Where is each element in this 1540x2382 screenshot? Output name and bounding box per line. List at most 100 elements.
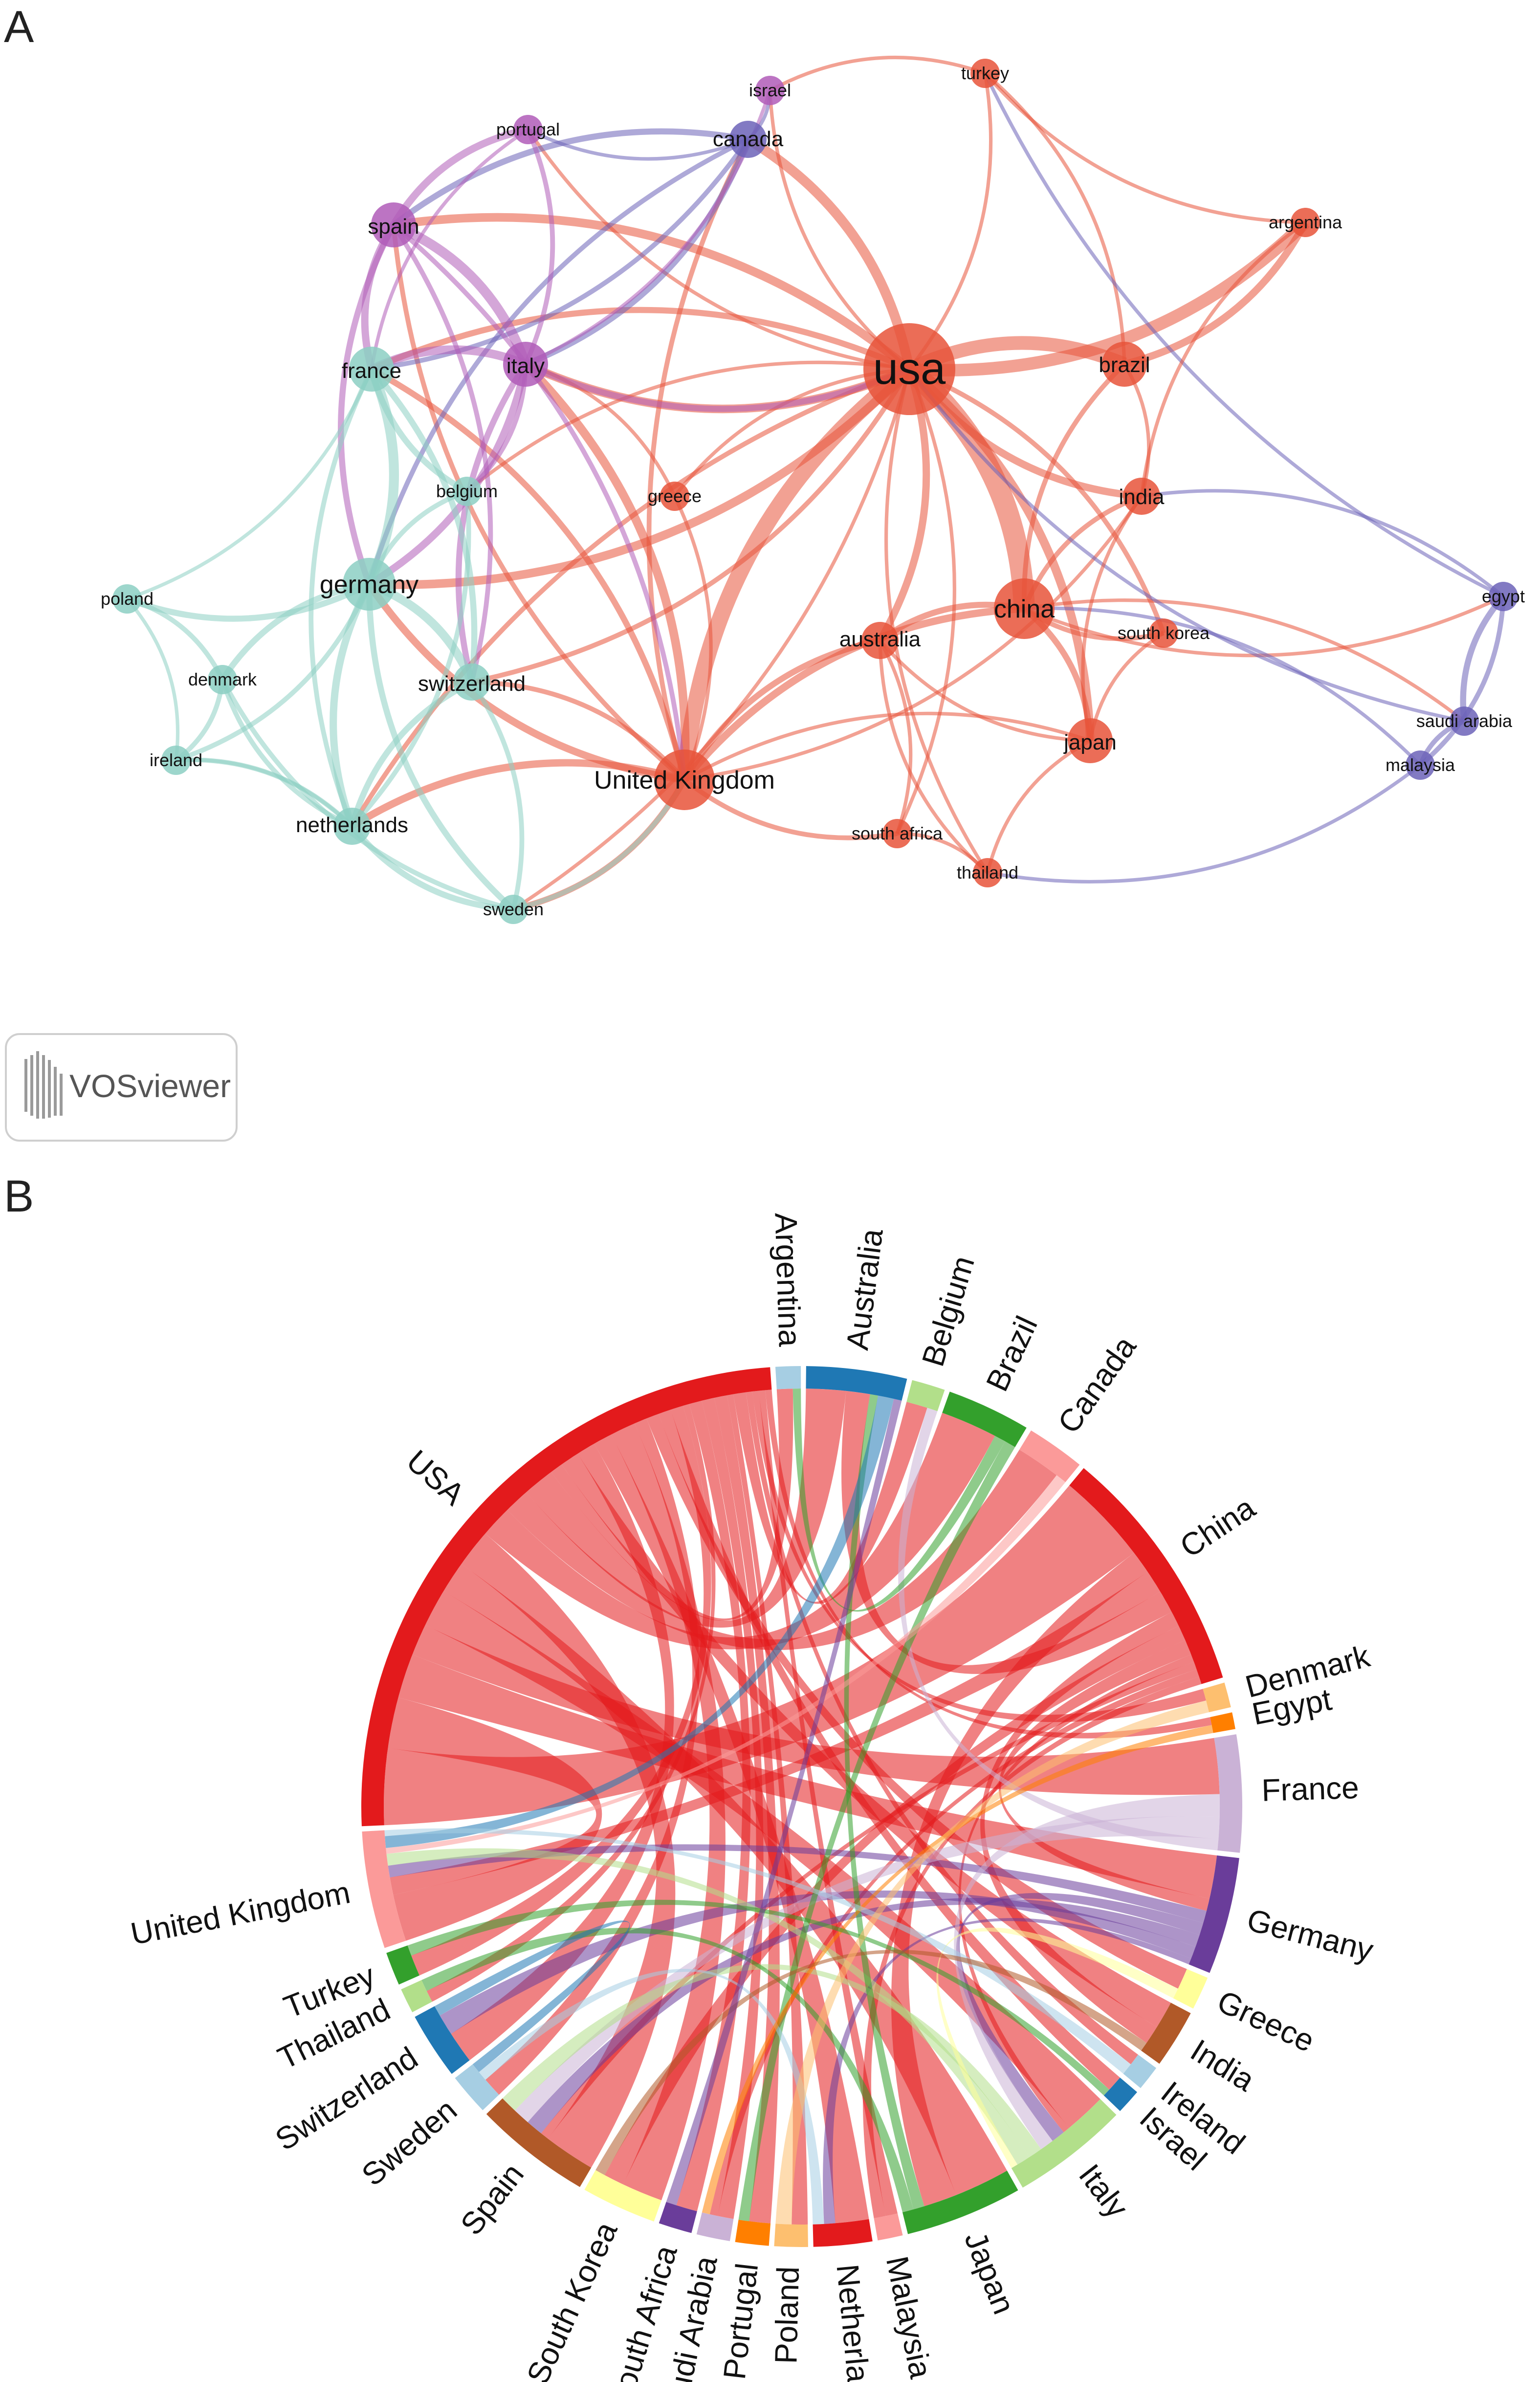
network-edge: [1460, 594, 1506, 722]
chord-ribbon: [714, 1395, 780, 2224]
network-edge: [984, 72, 1126, 365]
chord-segment-japan: [902, 2170, 1018, 2234]
chord-segment-israel: [1103, 2077, 1137, 2111]
network-label-netherlands: netherlands: [296, 813, 408, 837]
network-edge: [465, 360, 910, 493]
chord-ribbon: [561, 1454, 1171, 2028]
chord-label-usa: USA: [400, 1443, 471, 1512]
chord-label-poland: Poland: [768, 2266, 806, 2364]
network-node-china: [994, 578, 1055, 639]
network-label-greece: greece: [648, 486, 702, 506]
chord-segment-saudi-arabia: [696, 2212, 734, 2241]
network-edge: [1140, 221, 1307, 497]
network-node-denmark: [208, 665, 237, 694]
chord-segment-thailand: [401, 1980, 432, 2012]
network-edge: [1023, 595, 1504, 658]
network-edges: [126, 55, 1506, 913]
network-label-canada: canada: [713, 127, 784, 151]
network-label-switzerland: switzerland: [418, 672, 526, 696]
chord-ribbon: [594, 1434, 869, 2224]
network-edge: [682, 778, 898, 840]
chord-segment-italy: [1011, 2099, 1117, 2188]
chord-segment-poland: [774, 2224, 808, 2247]
network-edge: [1024, 598, 1466, 723]
chord-segment-germany: [1188, 1855, 1239, 1973]
vosviewer-logo: VOSviewer: [5, 1033, 238, 1142]
network-edge: [673, 495, 713, 781]
chord-label-portugal: Portugal: [717, 2261, 765, 2381]
network-edge: [908, 368, 1465, 723]
chord-ribbon: [611, 1423, 726, 2201]
network-edge: [175, 583, 372, 763]
network-edge: [878, 640, 913, 835]
network-edge: [684, 495, 1143, 782]
network-node-ireland: [161, 746, 191, 775]
chord-segment-netherlands: [813, 2219, 873, 2247]
network-edge: [906, 366, 1095, 741]
network-edge: [769, 55, 986, 92]
chord-segment-south-korea: [584, 2170, 661, 2222]
chord-ribbon: [526, 1389, 846, 1628]
vosviewer-logo-icon: [24, 1051, 63, 1119]
network-node-portugal: [513, 115, 543, 144]
chord-segment-india: [1141, 2003, 1191, 2064]
chord-label-sweden: Sweden: [355, 2092, 463, 2193]
chord-label-south-korea: South Korea: [520, 2216, 624, 2382]
network-edge: [350, 367, 910, 828]
network-label-southafrica: south africa: [852, 823, 943, 843]
chord-ribbon: [388, 1697, 602, 1941]
network-edge: [527, 128, 910, 371]
network-edge: [338, 223, 396, 586]
network-node-japan: [1068, 718, 1113, 763]
network-label-belgium: belgium: [436, 481, 498, 501]
chord-ribbon: [388, 1844, 1207, 1923]
chord-ribbon: [443, 1564, 1007, 2195]
network-edge: [391, 224, 686, 782]
network-node-germany: [343, 558, 396, 611]
chord-segment-sweden: [455, 2064, 499, 2111]
network-edge: [987, 764, 1422, 884]
network-edge: [895, 368, 956, 835]
chord-segment-spain: [486, 2098, 592, 2187]
network-label-spain: spain: [368, 215, 419, 239]
chord-ribbon: [666, 1399, 902, 2206]
network-edge: [908, 367, 1166, 634]
network-node-argentina: [1291, 208, 1320, 237]
chord-label-netherlands: Netherlands: [830, 2263, 880, 2382]
network-label-southkorea: south korea: [1118, 623, 1210, 643]
network-node-thailand: [973, 858, 1002, 887]
network-node-turkey: [970, 59, 1000, 88]
network-label-turkey: turkey: [961, 63, 1009, 83]
network-edge: [349, 679, 473, 827]
network-edge: [983, 72, 1504, 598]
chord-label-germany: Germany: [1244, 1902, 1377, 1968]
network-node-egypt: [1489, 582, 1518, 611]
network-edge: [366, 584, 516, 912]
network-edge: [370, 128, 529, 370]
chord-label-japan: Japan: [958, 2227, 1022, 2319]
chord-ribbon: [528, 1897, 1200, 2134]
network-node-usa: [863, 323, 955, 415]
chord-segment-ireland: [1123, 2054, 1157, 2088]
network-node-france: [349, 347, 394, 392]
chord-ribbon: [956, 1893, 1204, 2141]
network-node-poland: [112, 584, 142, 614]
network-edge: [176, 758, 353, 828]
network-edge: [908, 73, 993, 371]
chord-label-india: India: [1185, 2032, 1261, 2098]
chord-segment-greece: [1173, 1969, 1208, 2009]
chord-ribbon: [515, 1816, 1220, 2122]
chord-ribbon: [891, 1553, 1148, 2206]
panel-a-letter: A: [4, 2, 34, 52]
network-node-sweden: [499, 895, 528, 924]
network-label-india: india: [1119, 485, 1165, 509]
network-node-australia: [861, 622, 899, 659]
chord-label-australia: Australia: [839, 1227, 890, 1352]
network-edge: [523, 129, 555, 366]
network-label-japan: japan: [1063, 730, 1117, 754]
network-node-switzerland: [453, 663, 490, 701]
panel-b-letter: B: [4, 1171, 34, 1221]
chord-label-malaysia: Malaysia: [880, 2253, 939, 2382]
chord-segment-usa: [361, 1367, 772, 1827]
network-edge: [350, 491, 471, 828]
